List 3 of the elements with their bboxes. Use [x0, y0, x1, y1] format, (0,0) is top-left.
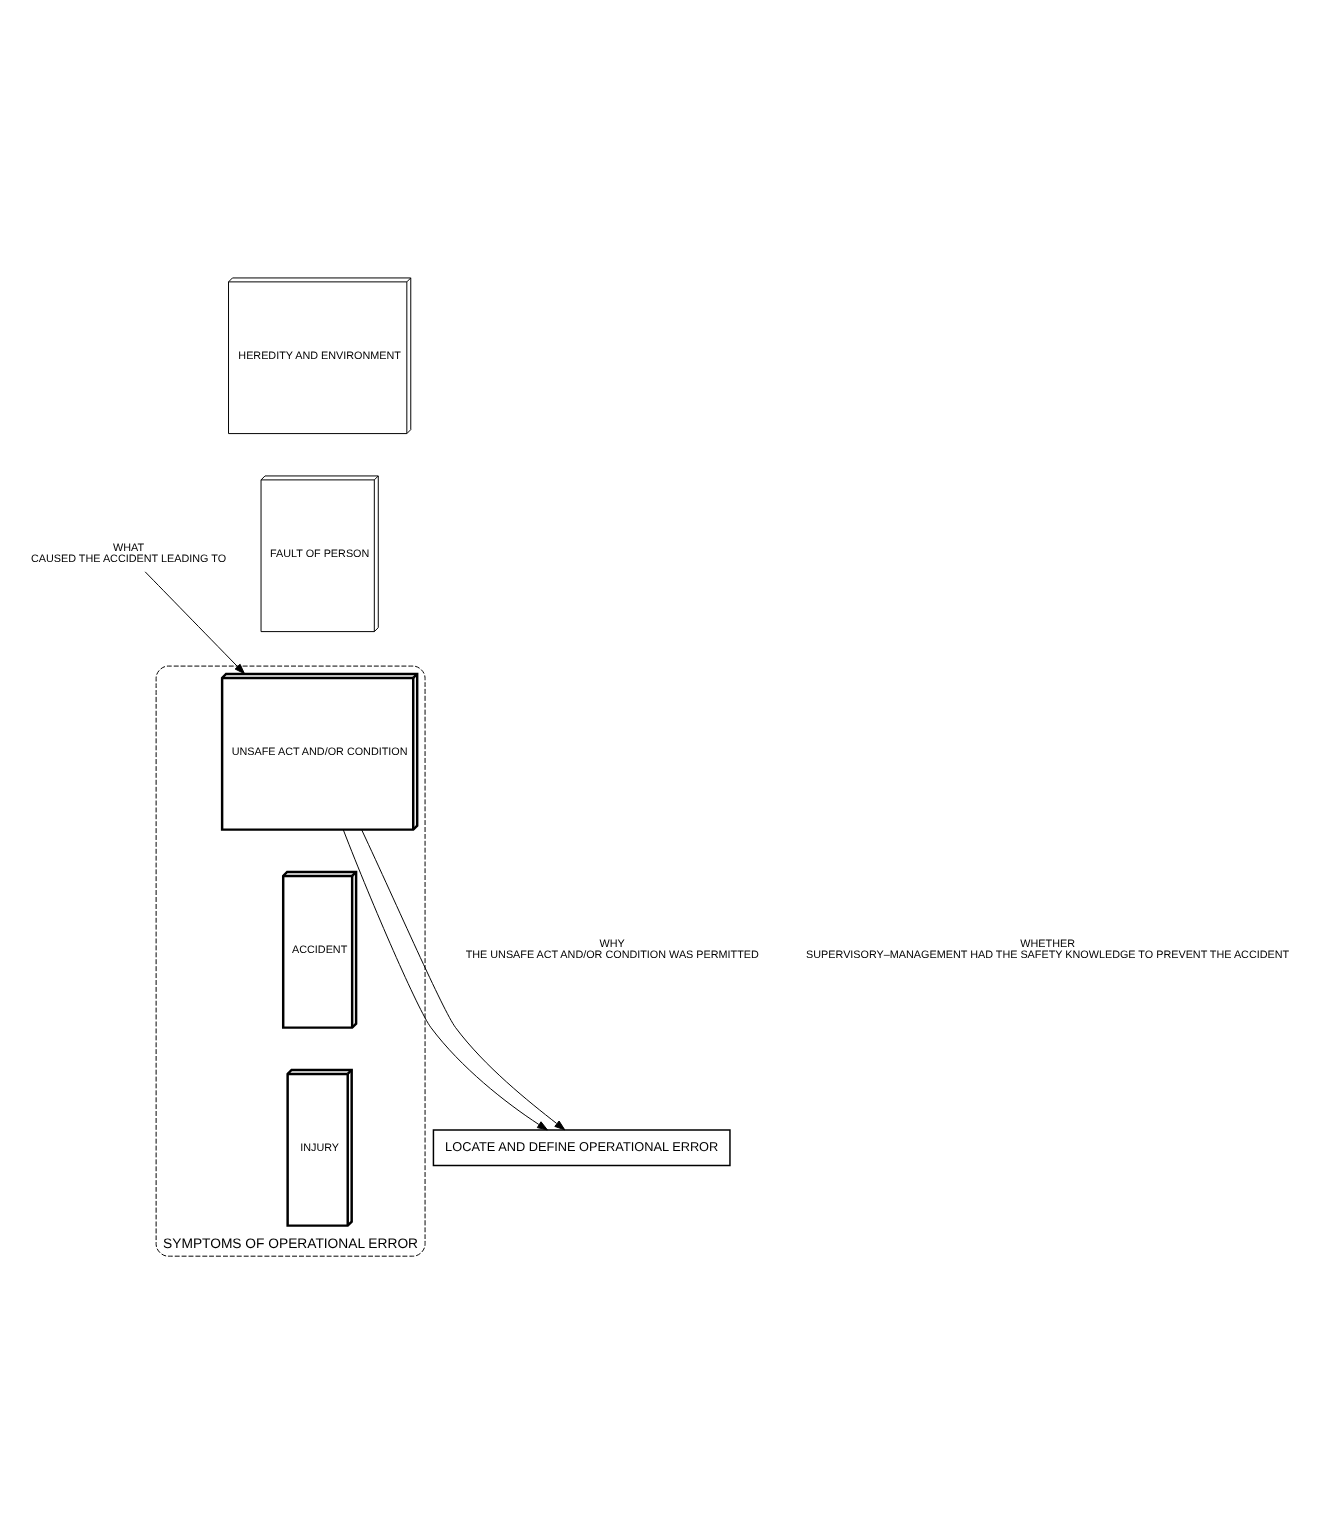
- arrow: [361, 828, 566, 1130]
- arrow: [144, 570, 245, 674]
- arrow: [342, 828, 548, 1130]
